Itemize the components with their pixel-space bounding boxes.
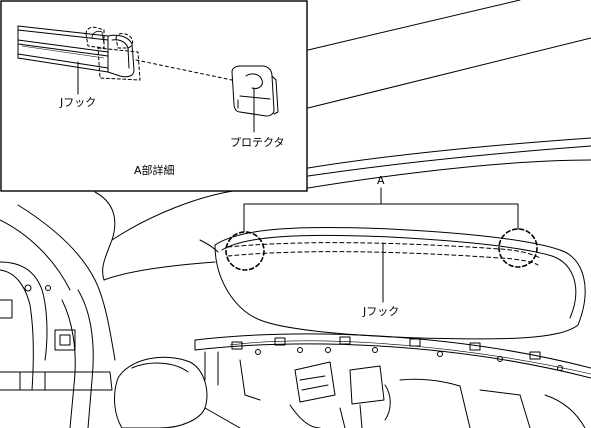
detail-a-title: A部詳細	[134, 163, 175, 177]
seatbelt	[0, 371, 113, 391]
detail-dashed-boxes	[85, 26, 141, 81]
detail-circles	[225, 228, 538, 271]
rear-seat-hardware	[239, 359, 586, 428]
j-hook-main-label: Jフック	[362, 305, 399, 318]
parcel-shelf	[194, 333, 591, 386]
seat-headrest	[114, 356, 241, 428]
j-hook-rail	[17, 25, 109, 73]
callout-a-bracket	[243, 187, 519, 233]
detail-connector	[135, 59, 233, 81]
j-hook-inset-label: Jフック	[59, 96, 96, 109]
headliner-lines	[307, 0, 591, 189]
rear-window	[199, 226, 586, 340]
protector-part	[231, 65, 279, 117]
left-pillar	[0, 189, 241, 428]
callout-a-label: A	[377, 174, 385, 187]
protector-label: プロテクタ	[230, 136, 285, 149]
detail-inset-artwork	[17, 25, 279, 133]
detail-inset: Jフック プロテクタ A部詳細	[0, 0, 308, 192]
detail-inset-frame	[0, 0, 308, 192]
